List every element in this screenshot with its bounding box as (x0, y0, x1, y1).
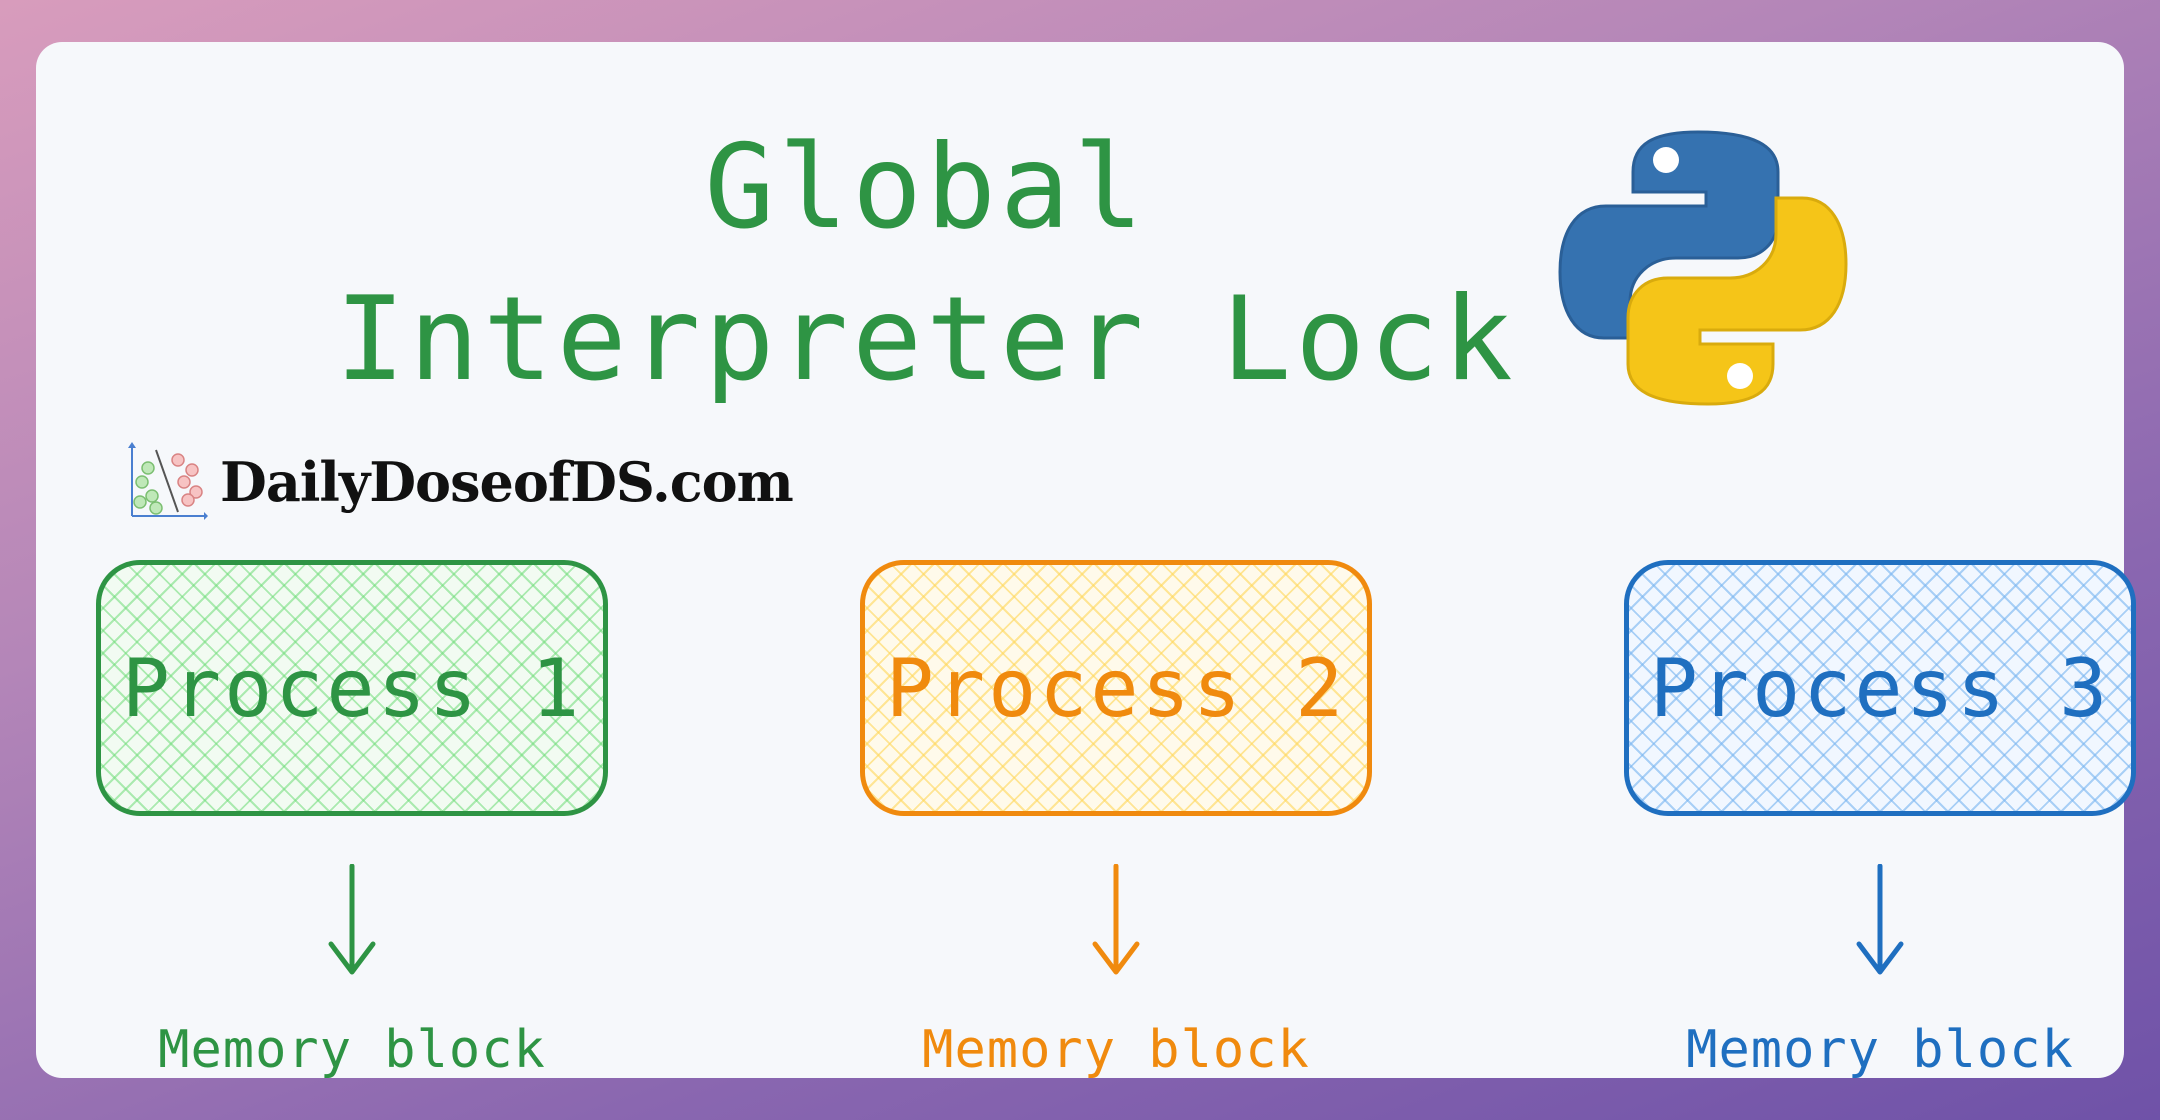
python-logo-yellow-snake (1626, 196, 1848, 406)
python-logo-blue-snake (1558, 130, 1780, 340)
memory-block-2: Memory block (922, 1020, 1310, 1080)
process-3-box: Process 3 (1624, 560, 2136, 816)
process-1-label: Process 1 (121, 641, 583, 735)
brand-name: DailyDoseofDS.com (220, 450, 794, 514)
process-1-box: Process 1 (96, 560, 608, 816)
content-card: Global Interpreter Lock DailyDoseofDS.co… (36, 42, 2136, 1080)
process-2-box: Process 2 (860, 560, 1372, 816)
title-line-2: Interpreter Lock (335, 272, 1517, 407)
process-3-arrow-icon (1856, 864, 1904, 975)
process-1-arrow-icon (328, 864, 376, 975)
python-logo-blue-eye (1653, 147, 1679, 173)
scatter-plot-icon (128, 442, 208, 520)
memory-block-1: Memory block (158, 1020, 546, 1080)
process-3-label: Process 3 (1649, 641, 2111, 735)
python-logo-yellow-eye (1727, 363, 1753, 389)
title-line-1: Global (704, 120, 1148, 255)
brand: DailyDoseofDS.com (126, 442, 794, 522)
process-2-label: Process 2 (885, 641, 1347, 735)
process-2-arrow-icon (1092, 864, 1140, 975)
python-logo-icon (1558, 130, 1848, 406)
memory-block-3: Memory block (1686, 1020, 2074, 1080)
